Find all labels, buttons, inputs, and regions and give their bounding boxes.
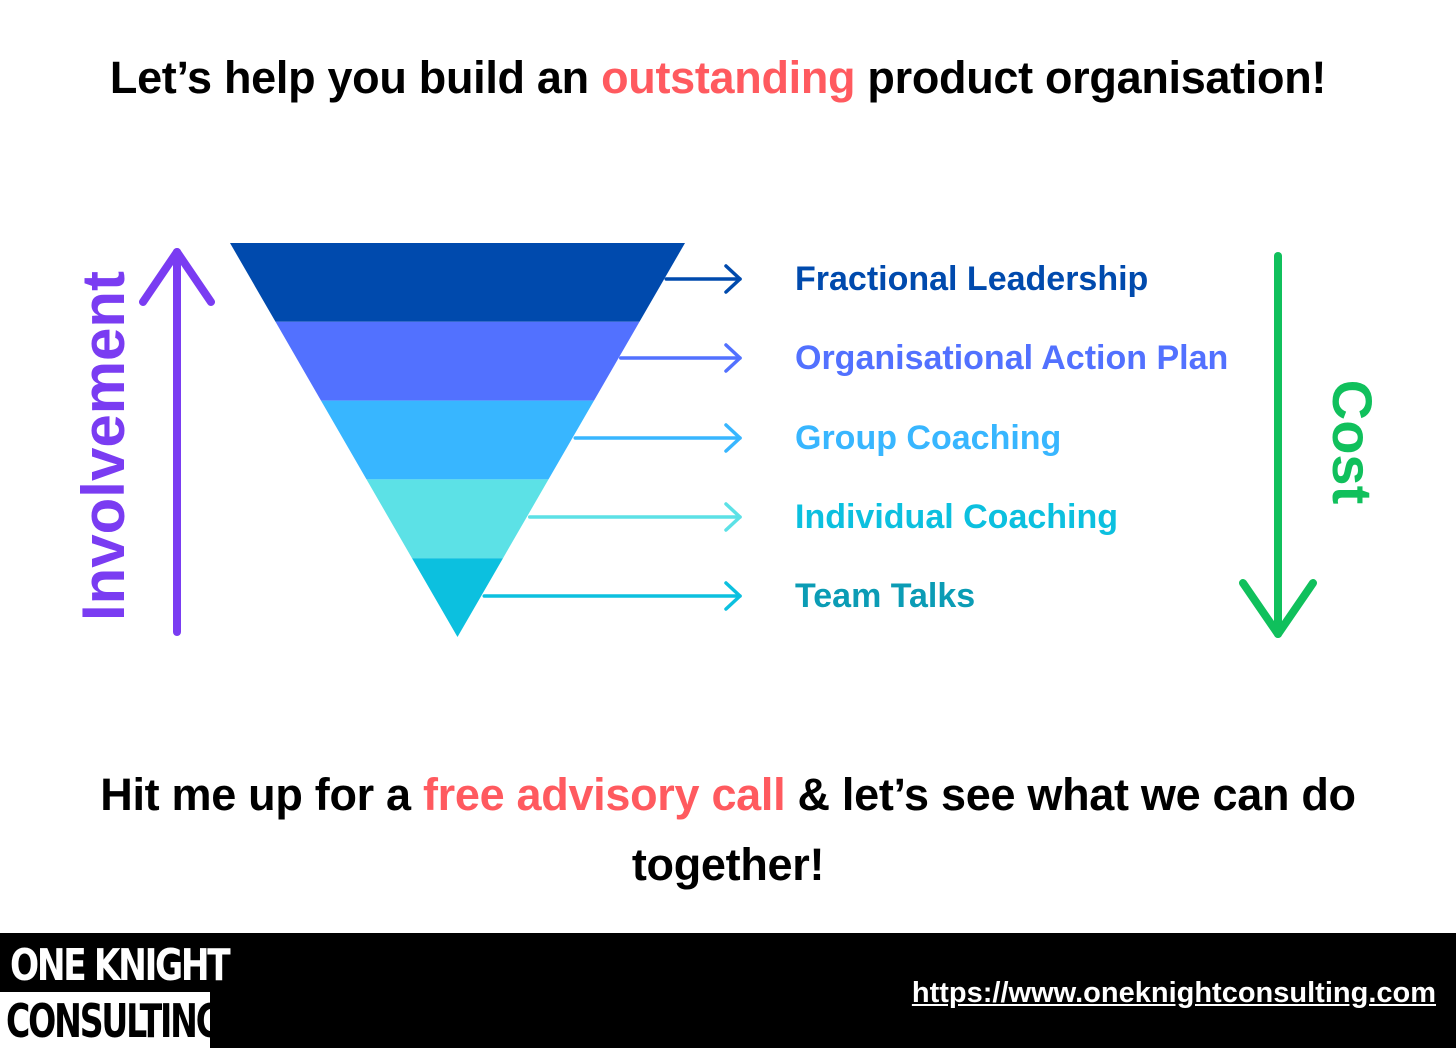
tier-label-5: Team Talks: [795, 577, 976, 615]
involvement-label: Involvement: [70, 270, 137, 622]
cta-suffix: & let’s see what we can do together!: [631, 769, 1356, 890]
footer-bar: ONE KNIGHT CONSULTING https://www.onekni…: [0, 933, 1456, 1048]
funnel-tier-5: [412, 558, 503, 637]
headline: Let’s help you build an outstanding prod…: [0, 52, 1436, 104]
tier-label-2: Organisational Action Plan: [795, 339, 1229, 377]
cost-label: Cost: [1321, 379, 1384, 505]
tier-label-4: Individual Coaching: [795, 498, 1119, 536]
logo-line-2: CONSULTING: [6, 994, 223, 1048]
funnel-tier-2: [275, 321, 640, 401]
call-to-action: Hit me up for a free advisory call & let…: [40, 760, 1416, 900]
tier-label-3: Group Coaching: [795, 419, 1062, 457]
cta-prefix: Hit me up for a: [100, 769, 423, 820]
company-logo: ONE KNIGHT CONSULTING: [0, 938, 231, 1048]
funnel: [230, 243, 685, 637]
cta-highlight: free advisory call: [422, 769, 786, 820]
arrow-down-icon: [1239, 252, 1317, 638]
headline-highlight: outstanding: [601, 52, 856, 103]
arrow-right-icon: [528, 502, 742, 532]
tier-label-1: Fractional Leadership: [795, 260, 1149, 298]
headline-prefix: Let’s help you build an: [109, 52, 602, 103]
funnel-tier-3: [321, 400, 594, 480]
arrow-right-icon: [482, 581, 742, 611]
website-link[interactable]: https://www.oneknightconsulting.com: [911, 977, 1436, 1009]
funnel-tier-4: [366, 479, 549, 559]
arrow-right-icon: [619, 343, 742, 373]
arrow-up-icon: [139, 248, 215, 636]
funnel-tier-1: [230, 243, 685, 322]
arrow-right-icon: [573, 423, 742, 453]
headline-suffix: product organisation!: [855, 52, 1327, 103]
arrow-right-icon: [664, 264, 742, 294]
logo-line-1: ONE KNIGHT: [10, 940, 231, 991]
funnel-diagram: [139, 243, 1317, 638]
logo-box: CONSULTING: [0, 992, 223, 1048]
tier-arrows: [482, 264, 742, 611]
